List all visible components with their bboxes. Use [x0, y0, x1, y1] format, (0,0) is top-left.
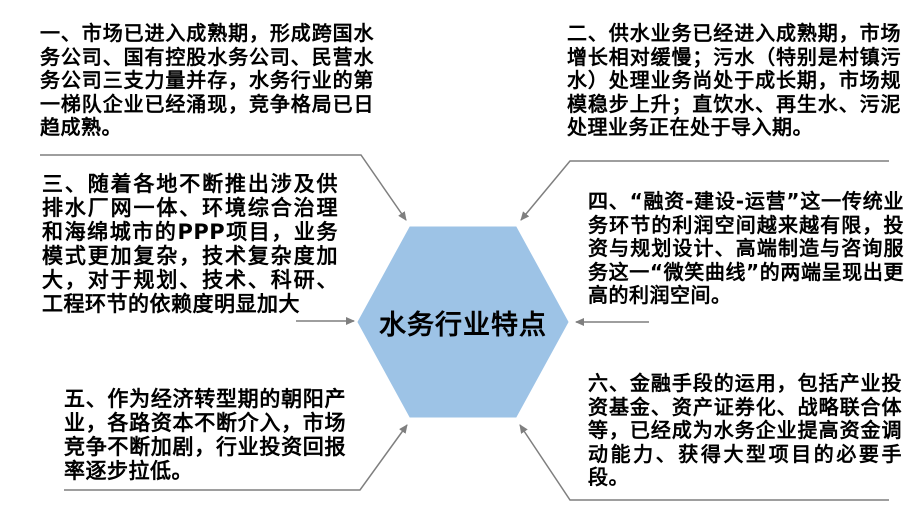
- callout-financial-instruments: 六、金融手段的运用，包括产业投资基金、资产证券化、战略联合体等，已经成为水务企业…: [588, 371, 902, 490]
- connector-bottom-right: [519, 424, 889, 501]
- connector-top-left: [40, 154, 407, 221]
- connector-top-right: [520, 160, 889, 221]
- hexagon-title: 水务行业特点: [379, 309, 547, 341]
- connector-bottom-left: [64, 424, 408, 491]
- callout-smile-curve-profit: 四、“融资-建设-运营”这一传统业务环节的利润空间越来越有限，投资与规划设计、高…: [588, 189, 904, 308]
- callout-ppp-complexity: 三、随着各地不断推出涉及供排水厂网一体、环境综合治理和海绵城市的PPP项目，业务…: [42, 172, 338, 316]
- hexagon-shape: [357, 226, 569, 418]
- callout-capital-competition: 五、作为经济转型期的朝阳产业，各路资本不断介入，市场竞争不断加剧，行业投资回报率…: [64, 387, 346, 483]
- callout-business-lifecycle: 二、供水业务已经进入成熟期，市场增长相对缓慢；污水（特别是村镇污水）处理业务尚处…: [567, 21, 901, 140]
- callout-market-maturity: 一、市场已进入成熟期，形成跨国水务公司、国有控股水务公司、民营水务公司三支力量并…: [40, 21, 374, 140]
